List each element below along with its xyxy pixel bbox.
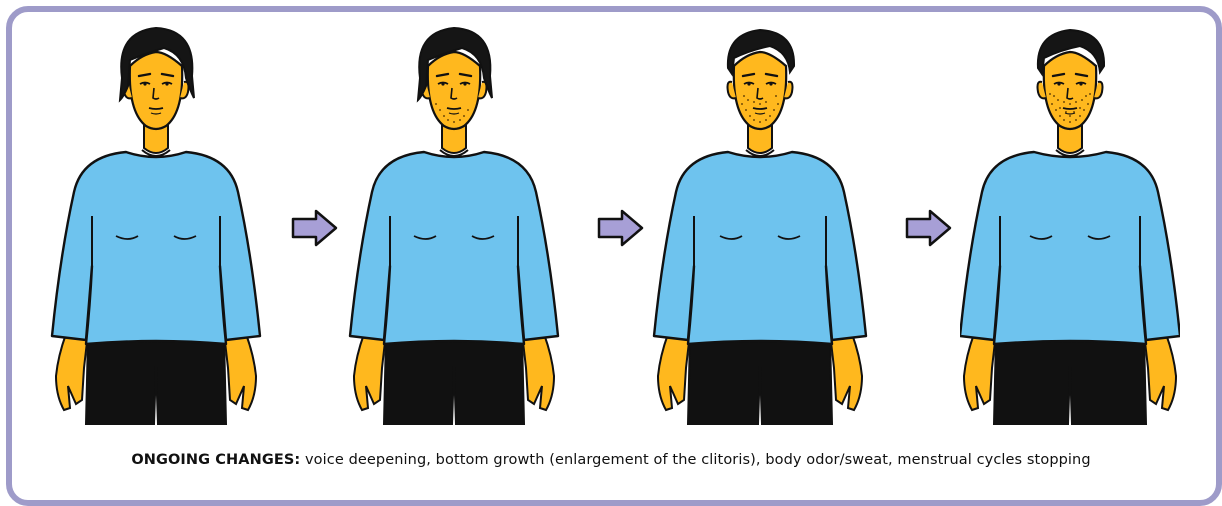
figure-stage-2 bbox=[344, 16, 564, 426]
right-arrow-icon bbox=[904, 208, 954, 248]
right-arrow-icon bbox=[596, 208, 646, 248]
caption-lead: ONGOING CHANGES: bbox=[131, 452, 300, 468]
figure-stage-4 bbox=[960, 16, 1180, 426]
figure-stage-3 bbox=[650, 16, 870, 426]
caption-text: voice deepening, bottom growth (enlargem… bbox=[300, 452, 1090, 468]
figure-stage-1 bbox=[46, 16, 266, 426]
right-arrow-icon bbox=[290, 208, 340, 248]
caption: ONGOING CHANGES: voice deepening, bottom… bbox=[0, 452, 1222, 468]
